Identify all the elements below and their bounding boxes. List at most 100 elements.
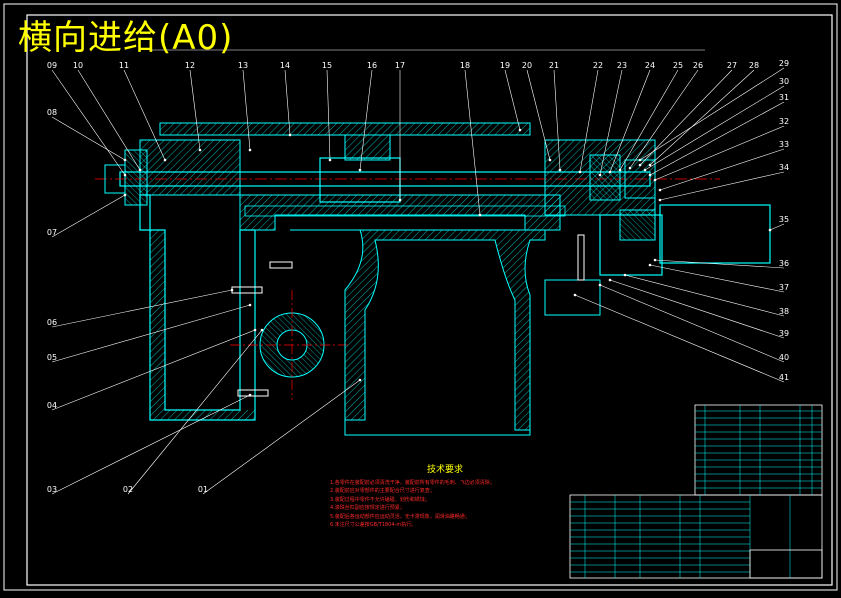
leader-dot — [328, 158, 332, 162]
leader-line — [326, 69, 331, 161]
leader-dot — [253, 328, 257, 332]
parts-list-table — [569, 404, 823, 579]
leader-line — [609, 279, 785, 339]
leader-dot — [598, 173, 602, 177]
leader-line — [51, 329, 256, 411]
leader-line — [553, 69, 561, 171]
parts-list-upper — [694, 404, 823, 496]
leader-dot — [123, 173, 127, 177]
leader-line — [51, 304, 251, 363]
leader-line — [639, 69, 733, 166]
tech-note-line: 4.滚珠丝杠副应按规定进行预紧； — [330, 505, 405, 512]
balloon-number: 08 — [47, 108, 57, 117]
balloon-number: 12 — [185, 61, 195, 70]
leader-dot — [658, 198, 662, 202]
balloon-number: 40 — [779, 353, 789, 362]
leader-line — [574, 294, 785, 383]
leader-dot — [638, 158, 642, 162]
leader-dot — [230, 288, 234, 292]
left-bearing-cap — [104, 164, 126, 194]
leader-line — [619, 69, 679, 171]
leader-line — [51, 394, 251, 495]
lower-bracket — [544, 279, 601, 316]
balloon-number: 06 — [47, 318, 57, 327]
leader-dot — [658, 188, 662, 192]
balloon-number: 39 — [779, 329, 789, 338]
leader-line — [639, 67, 785, 161]
top-cover-plate — [159, 122, 531, 136]
bed-outline — [344, 420, 531, 436]
leader-line — [599, 284, 785, 363]
bolt-a — [231, 286, 263, 294]
bolt-c — [269, 261, 293, 269]
leader-line — [659, 148, 785, 191]
leader-line — [189, 69, 201, 151]
leader-line — [77, 69, 141, 171]
balloon-number: 19 — [500, 61, 510, 70]
balloon-number: 35 — [779, 215, 789, 224]
balloon-number: 37 — [779, 283, 789, 292]
leader-dot — [398, 198, 402, 202]
leader-dot — [248, 148, 252, 152]
balloon-number: 07 — [47, 228, 57, 237]
leader-line — [504, 69, 521, 131]
balloon-number: 04 — [47, 401, 57, 410]
leader-line — [526, 69, 551, 161]
leader-dot — [478, 213, 482, 217]
leader-dot — [623, 273, 627, 277]
balloon-number: 28 — [749, 61, 759, 70]
leader-dot — [163, 158, 167, 162]
balloon-number: 26 — [693, 61, 703, 70]
leader-dot — [653, 178, 657, 182]
leader-dot — [358, 378, 362, 382]
balloon-number: 30 — [779, 77, 789, 86]
leader-line — [202, 379, 361, 495]
tech-note-line: 5.装配后各运动部件应运动灵活，无卡滞现象，润滑油路畅通； — [330, 513, 470, 520]
tech-note-line: 3.装配过程中零件不允许磕碰、划伤和锈蚀； — [330, 496, 430, 503]
leader-dot — [248, 303, 252, 307]
balloon-number: 29 — [779, 59, 789, 68]
balloon-number: 41 — [779, 373, 789, 382]
tech-note-line: 1.各零件在装配前必须清洗干净，装配前所有零件的毛刺、飞边必须清除； — [330, 480, 495, 486]
leader-line — [654, 259, 785, 269]
drawing-title: 横向进给(A0) — [18, 18, 234, 58]
left-column-hatch — [150, 230, 165, 420]
leader-line — [123, 69, 166, 161]
balloon-number: 18 — [460, 61, 470, 70]
leader-line — [51, 289, 233, 328]
leader-dot — [573, 293, 577, 297]
balloon-number: 16 — [367, 61, 377, 70]
leader-line — [242, 69, 251, 151]
leader-dot — [643, 168, 647, 172]
leader-line — [359, 69, 373, 171]
right-bearing — [589, 154, 621, 201]
leader-dot — [248, 393, 252, 397]
balloon-number: 23 — [617, 61, 627, 70]
balloon-number: 21 — [549, 61, 559, 70]
servo-motor — [659, 204, 771, 264]
leader-line — [284, 69, 291, 136]
balloon-number: 25 — [673, 61, 683, 70]
balloon-number: 32 — [779, 117, 789, 126]
leader-dot — [198, 148, 202, 152]
balloon-number: 03 — [47, 485, 57, 494]
leader-line — [644, 85, 785, 171]
leader-dot — [558, 168, 562, 172]
tech-notes-lines: 1.各零件在装配前必须清洗干净，装配前所有零件的毛刺、飞边必须清除；2.装配前应… — [330, 479, 560, 529]
balloon-number: 27 — [727, 61, 737, 70]
balloon-number: 38 — [779, 307, 789, 316]
leader-line — [649, 101, 785, 176]
leader-dot — [123, 193, 127, 197]
leader-line — [649, 264, 785, 293]
leader-dot — [618, 168, 622, 172]
outer-frame — [3, 3, 838, 591]
left-housing-block — [139, 139, 241, 196]
leader-dot — [768, 228, 772, 232]
leader-dot — [638, 163, 642, 167]
balloon-number: 22 — [593, 61, 603, 70]
balloon-number: 31 — [779, 93, 789, 102]
balloon-number: 33 — [779, 140, 789, 149]
leader-line — [654, 125, 785, 181]
